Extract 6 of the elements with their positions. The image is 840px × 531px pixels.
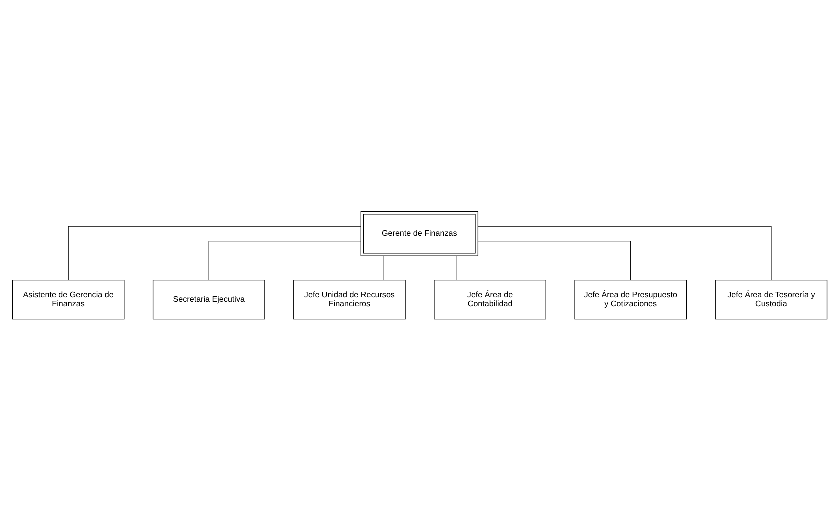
connector	[208, 240, 362, 280]
connector	[68, 226, 362, 280]
connector	[383, 256, 384, 280]
connector	[478, 240, 632, 280]
connector	[456, 256, 457, 280]
connector	[478, 226, 772, 280]
